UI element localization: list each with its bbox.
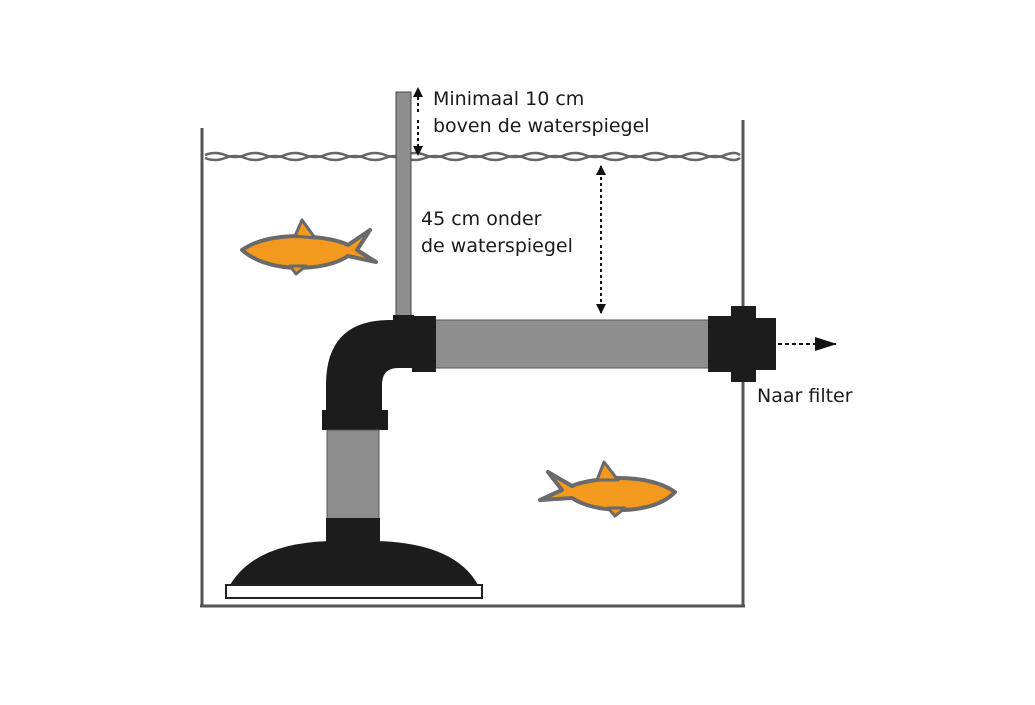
vertical-pipe [326,429,380,521]
depth-label: 45 cm onder de waterspiegel [421,206,573,260]
elbow-fitting [322,316,436,430]
vent-height-label-line1: Minimaal 10 cm [433,88,585,110]
bottom-drain [225,518,483,599]
water-surface [204,151,741,162]
depth-label-line1: 45 cm onder [421,208,542,230]
fish-icon [538,460,677,518]
fish-icon [240,218,378,276]
horizontal-pipe [433,319,711,369]
vent-pipe [393,91,414,325]
outlet-label: Naar filter [757,385,853,407]
vent-height-label: Minimaal 10 cm boven de waterspiegel [433,86,650,140]
tank-outlet-fitting [708,306,776,382]
depth-label-line2: de waterspiegel [421,235,573,257]
vent-height-label-line2: boven de waterspiegel [433,115,650,137]
